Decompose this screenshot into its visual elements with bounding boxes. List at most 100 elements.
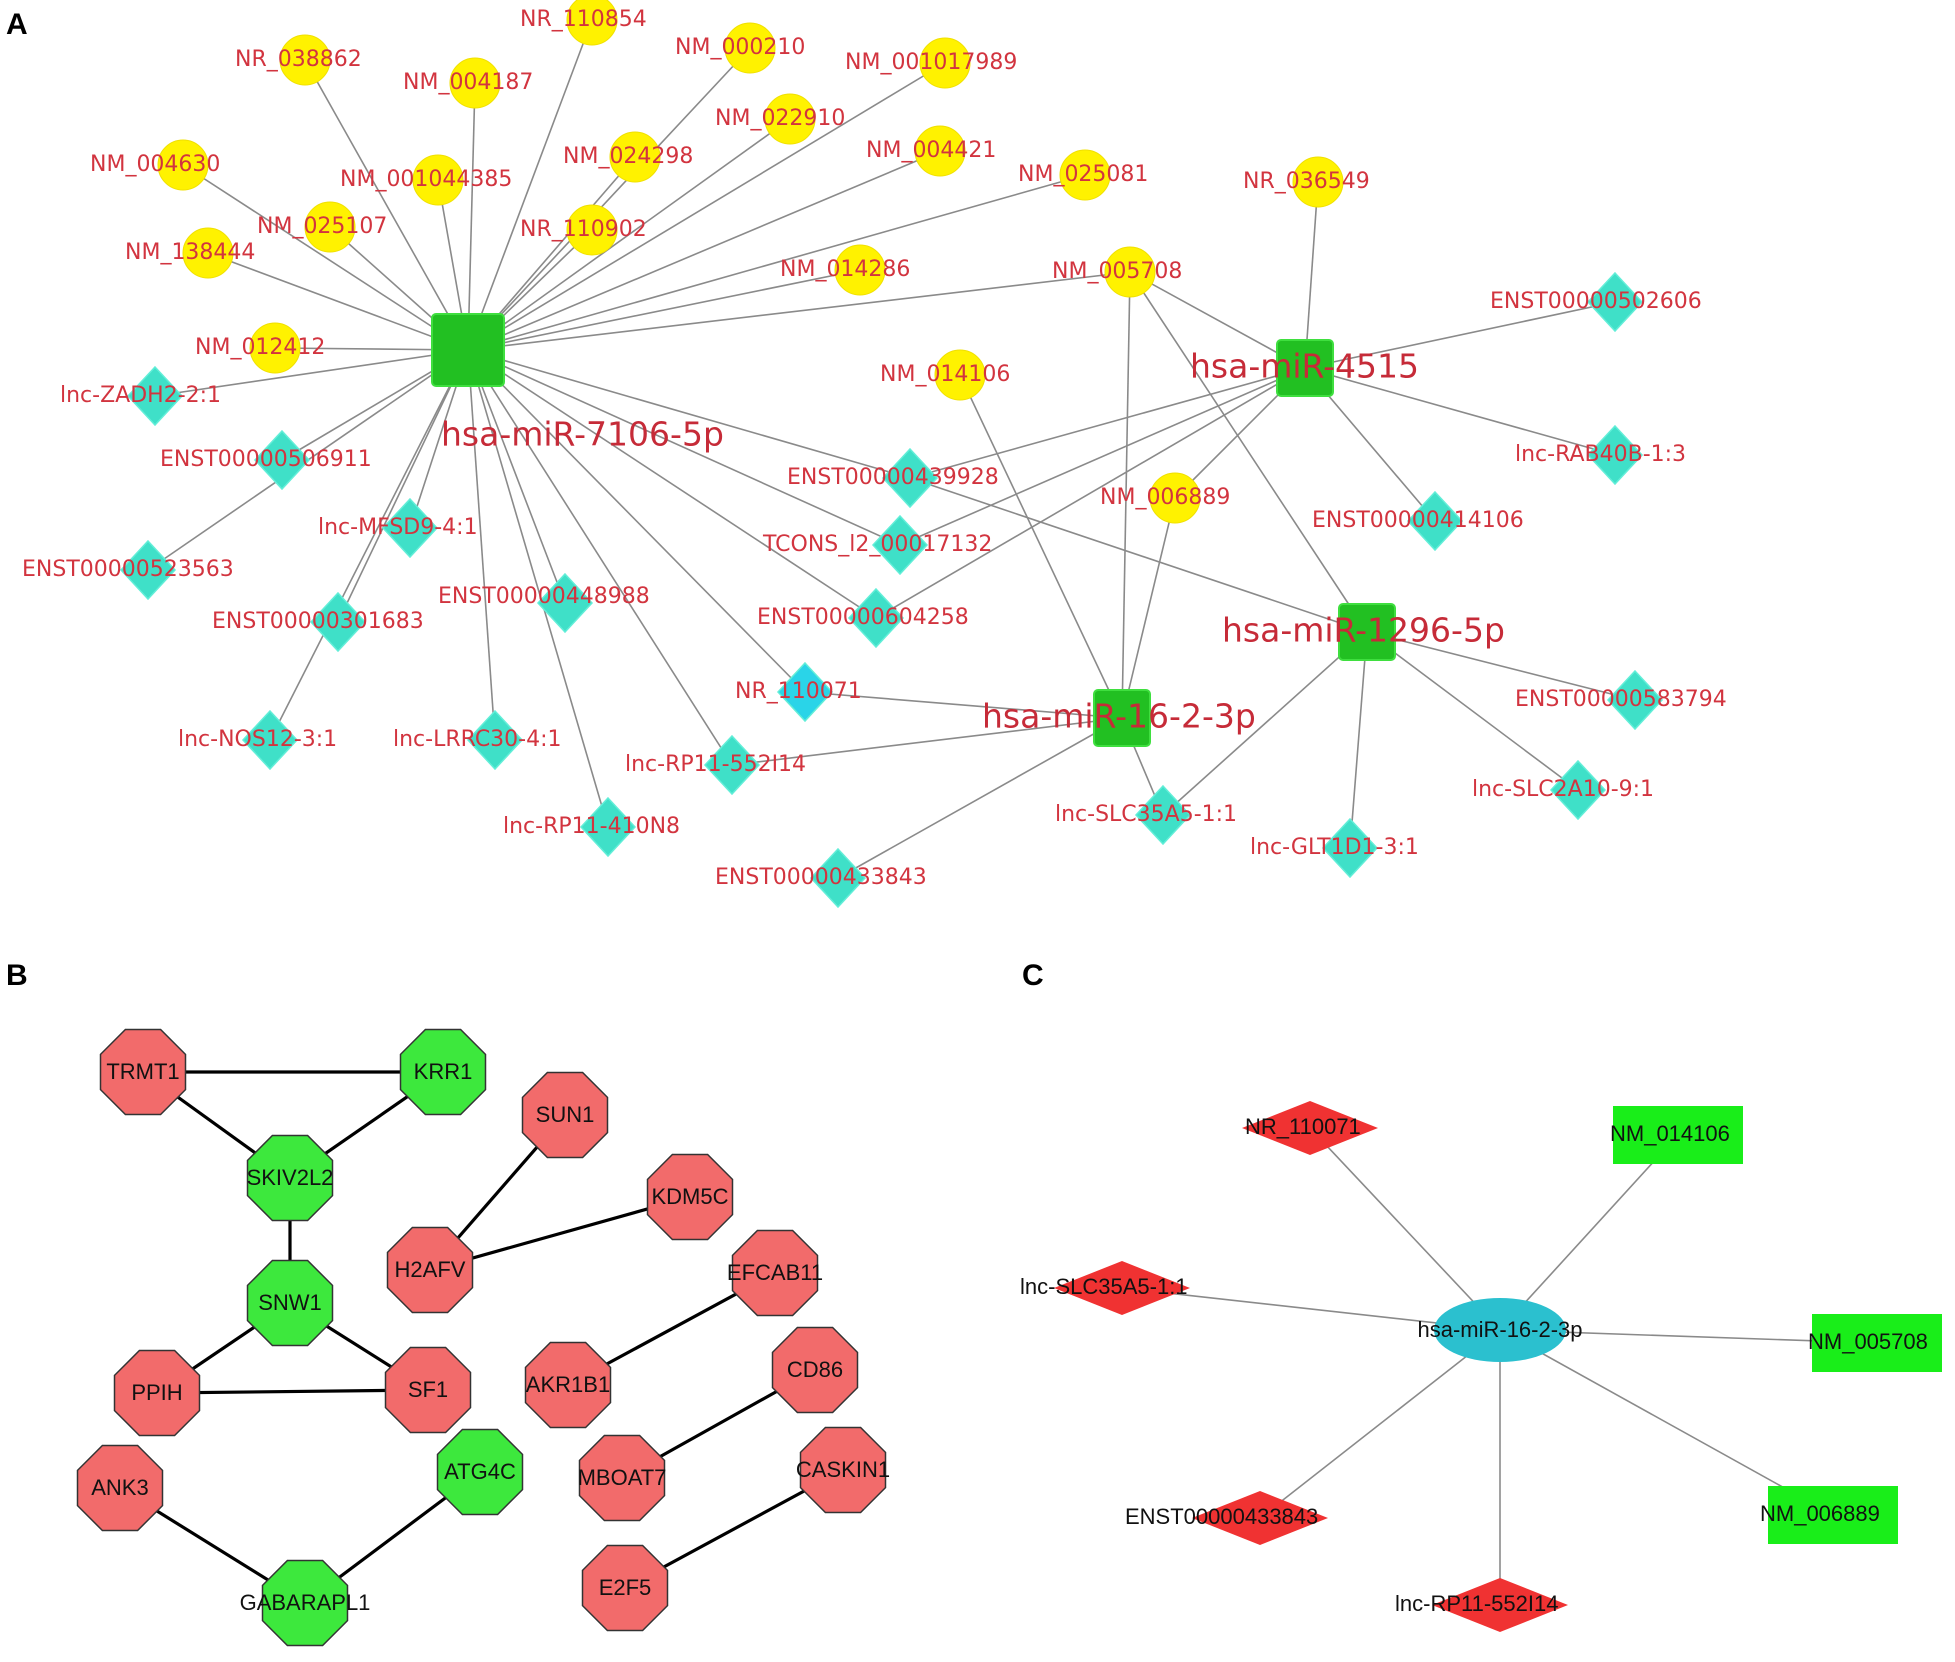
lncrna-node bbox=[1586, 424, 1644, 486]
mrna-node bbox=[1768, 1486, 1898, 1544]
edge-m4515-a21 bbox=[1304, 301, 1616, 369]
gene-label: EFCAB11 bbox=[727, 1260, 823, 1285]
node-label: NM_024298 bbox=[563, 144, 693, 169]
edge-m7106-a6 bbox=[467, 118, 791, 351]
edge-m7106-a24 bbox=[467, 349, 911, 479]
edge-m7106-a16 bbox=[467, 269, 861, 351]
lncrna-node bbox=[1134, 784, 1192, 846]
lncrna-node bbox=[119, 539, 177, 601]
mrna-node bbox=[157, 139, 209, 191]
node-label: ENST00000583794 bbox=[1515, 687, 1727, 712]
node-label: NR_110071 bbox=[735, 679, 862, 704]
node-label: NM_005708 bbox=[1052, 259, 1182, 284]
gene-label: SKIV2L2 bbox=[247, 1165, 334, 1190]
mirna-hub-label: hsa-miR-7106-5p bbox=[441, 415, 724, 454]
mirna-hub-label: hsa-miR-16-2-3p bbox=[982, 697, 1256, 736]
edge-m7106-a17 bbox=[467, 271, 1131, 351]
node-label: ENST00000448988 bbox=[438, 584, 650, 609]
edge-m1296-a39 bbox=[1162, 631, 1368, 816]
gene-label: E2F5 bbox=[599, 1575, 652, 1600]
panel-label-c: C bbox=[1022, 959, 1044, 992]
edge-hub-c1 bbox=[1309, 1127, 1501, 1331]
mrna-node bbox=[1059, 149, 1111, 201]
mrna-node bbox=[914, 125, 966, 177]
node-label: NR_110902 bbox=[520, 217, 647, 242]
lncrna-node bbox=[1054, 1261, 1190, 1315]
mirna-hub-node bbox=[1276, 339, 1334, 397]
node-label: NM_001017989 bbox=[845, 50, 1017, 75]
node-label: lnc-LRRC30-4:1 bbox=[393, 727, 562, 752]
node-label: lnc-MFSD9-4:1 bbox=[318, 515, 478, 540]
node-label: lnc-SLC35A5-1:1 bbox=[1055, 802, 1237, 827]
mirna-hub-node bbox=[1434, 1298, 1566, 1362]
node-label: lnc-RP11-552I14 bbox=[625, 752, 806, 777]
edge-m7106-a37 bbox=[467, 349, 733, 766]
edge-m7106-a36 bbox=[467, 349, 496, 741]
mrna-node bbox=[182, 227, 234, 279]
mirna-hub-label: hsa-miR-16-2-3p bbox=[1417, 1317, 1582, 1342]
lncrna-node bbox=[466, 709, 524, 771]
node-label: ENST00000506911 bbox=[160, 447, 372, 472]
edge-m16-a20 bbox=[1121, 497, 1176, 719]
node-label: ENST00000502606 bbox=[1490, 289, 1702, 314]
node-label: NR_110854 bbox=[520, 7, 647, 32]
panel-label-b: B bbox=[6, 959, 28, 992]
node-label: NR_038862 bbox=[235, 47, 362, 72]
mirna-hub-node bbox=[1093, 689, 1151, 747]
node-label: ENST00000604258 bbox=[757, 605, 969, 630]
gene-node bbox=[99, 1028, 187, 1116]
gene-node bbox=[384, 1346, 472, 1434]
gene-label: CD86 bbox=[787, 1357, 843, 1382]
gene-node bbox=[799, 1426, 887, 1514]
node-label: lnc-RP11-552I14 bbox=[1395, 1591, 1558, 1616]
edge-m7106-a22 bbox=[154, 349, 469, 397]
edge-m7106-a29 bbox=[467, 349, 901, 546]
edge-m1296-a17 bbox=[1129, 271, 1368, 633]
mrna-node bbox=[566, 0, 618, 46]
edge-m7106-a11 bbox=[467, 174, 1086, 351]
node-label: NM_000210 bbox=[675, 35, 805, 60]
lncrna-node bbox=[241, 709, 299, 771]
lncrna-node bbox=[579, 796, 637, 858]
lncrna-node bbox=[809, 847, 867, 909]
mrna-node bbox=[609, 131, 661, 183]
lncrna-node bbox=[1586, 271, 1644, 333]
node-label: lnc-GLT1D1-3:1 bbox=[1250, 835, 1419, 860]
lncrna-node bbox=[536, 572, 594, 634]
lncrna-node bbox=[881, 447, 939, 509]
edge-m1296-a41 bbox=[1349, 631, 1368, 849]
edge-m7106-a5 bbox=[467, 82, 476, 351]
node-label: NM_138444 bbox=[125, 240, 255, 265]
node-label: lnc-RP11-410N8 bbox=[503, 814, 680, 839]
gene-node bbox=[436, 1428, 524, 1516]
edge-m7106-a4 bbox=[467, 62, 946, 351]
node-label: ENST00000301683 bbox=[212, 609, 424, 634]
node-label: NM_006889 bbox=[1100, 485, 1230, 510]
edge-m7106-a40 bbox=[467, 349, 609, 828]
edge-hub-c6 bbox=[1499, 1329, 1834, 1516]
node-label: NM_004421 bbox=[866, 138, 996, 163]
lncrna-node bbox=[1606, 669, 1664, 731]
node-label: NM_025081 bbox=[1018, 162, 1148, 187]
mrna-node bbox=[304, 201, 356, 253]
lncrna-node bbox=[1432, 1578, 1568, 1632]
gene-node bbox=[521, 1071, 609, 1159]
gene-label: KRR1 bbox=[414, 1059, 473, 1084]
gene-label: H2AFV bbox=[395, 1257, 466, 1282]
lncrna-node bbox=[309, 591, 367, 653]
mrna-node bbox=[566, 204, 618, 256]
node-label: NR_110071 bbox=[1245, 1114, 1361, 1139]
mrna-node bbox=[249, 322, 301, 374]
node-label: NM_004630 bbox=[90, 152, 220, 177]
node-label: ENST00000433843 bbox=[1125, 1504, 1318, 1529]
edge-m7106-a35 bbox=[269, 349, 469, 741]
gene-label: PPIH bbox=[131, 1380, 182, 1405]
gene-node bbox=[246, 1134, 334, 1222]
edge-m16-a19 bbox=[959, 374, 1123, 719]
lncrna-node bbox=[1406, 490, 1464, 552]
gene-node bbox=[386, 1226, 474, 1314]
gene-node bbox=[581, 1544, 669, 1632]
node-label: NM_014286 bbox=[780, 257, 910, 282]
